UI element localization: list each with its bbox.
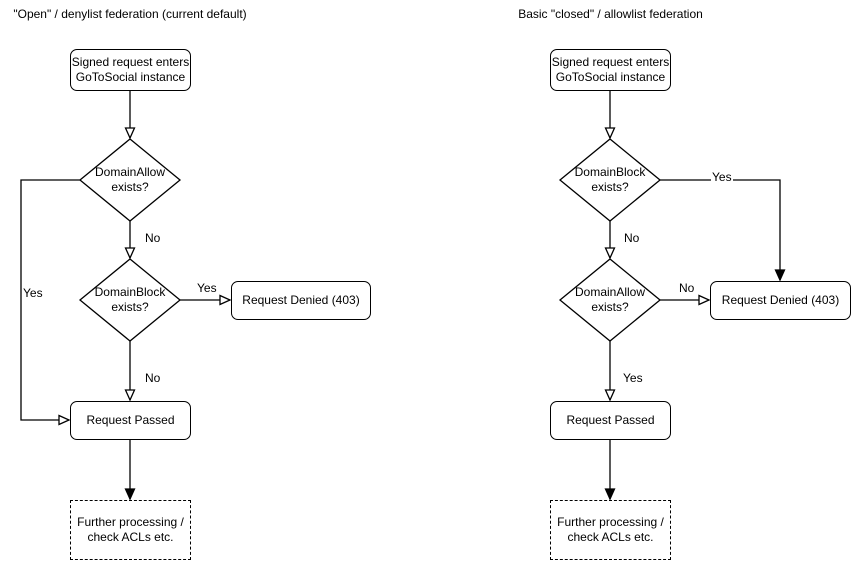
- right-decision2-label: DomainAllow exists?: [574, 285, 646, 314]
- right-decision2-yes-label: Yes: [622, 371, 644, 385]
- right-decision2-no-label: No: [678, 281, 696, 295]
- right-decision1-no-label: No: [623, 231, 641, 245]
- right-passed-node: Request Passed: [550, 401, 671, 440]
- left-edge-decision1-yes: [20, 179, 80, 426]
- right-decision1-label: DomainBlock exists?: [574, 165, 646, 194]
- left-decision2-label: DomainBlock exists?: [94, 285, 166, 314]
- right-further-node: Further processing / check ACLs etc.: [550, 500, 671, 560]
- left-chart-title: "Open" / denylist federation (current de…: [13, 7, 247, 21]
- left-further-node: Further processing / check ACLs etc.: [70, 500, 191, 560]
- right-start-node: Signed request enters GoToSocial instanc…: [550, 49, 671, 91]
- right-decision1-yes-label: Yes: [711, 170, 733, 184]
- left-decision2-no-label: No: [144, 371, 162, 385]
- left-denied-node: Request Denied (403): [231, 281, 371, 320]
- right-edge-decision1-yes: [660, 179, 786, 282]
- left-decision2-yes-label: Yes: [196, 281, 218, 295]
- right-chart-title: Basic "closed" / allowlist federation: [518, 7, 703, 21]
- right-denied-node: Request Denied (403): [710, 281, 851, 320]
- left-start-node: Signed request enters GoToSocial instanc…: [70, 49, 191, 91]
- left-decision1-label: DomainAllow exists?: [94, 165, 166, 194]
- left-decision1-no-label: No: [144, 231, 162, 245]
- left-passed-node: Request Passed: [70, 401, 191, 440]
- left-decision1-yes-label: Yes: [22, 286, 44, 300]
